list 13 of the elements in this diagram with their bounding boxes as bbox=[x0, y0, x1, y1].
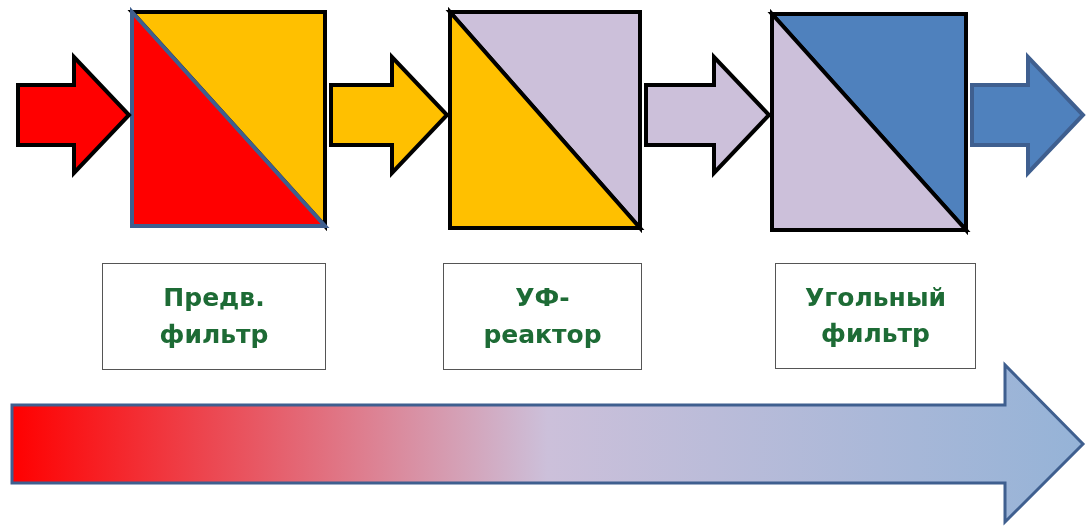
split-square bbox=[130, 10, 327, 228]
block-arrow bbox=[329, 52, 450, 178]
stage-label: Угольный фильтр bbox=[804, 281, 947, 350]
stage-label: УФ- реактор bbox=[482, 282, 603, 351]
block-arrow bbox=[970, 52, 1086, 178]
split-square bbox=[448, 10, 642, 230]
label-box bbox=[443, 263, 642, 370]
label-box bbox=[775, 263, 976, 369]
block-arrow bbox=[644, 52, 772, 178]
label-box bbox=[102, 263, 326, 370]
block-arrow bbox=[16, 52, 132, 178]
split-square bbox=[770, 12, 968, 232]
stage-label: Предв. фильтр bbox=[158, 282, 270, 351]
